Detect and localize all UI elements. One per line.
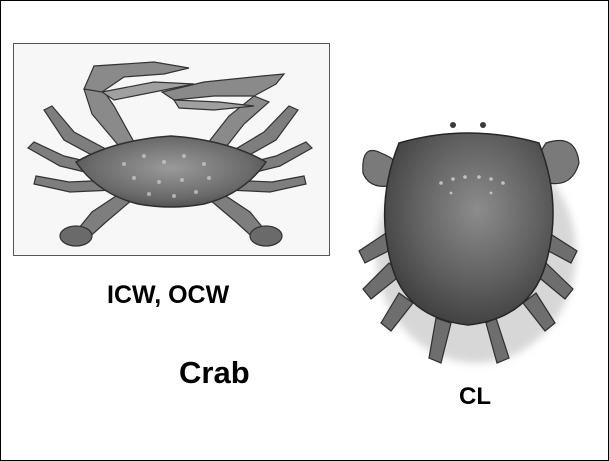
widths-label: ICW, OCW: [107, 283, 229, 308]
length-label: CL: [459, 385, 491, 409]
crab-top-view-photo: [341, 113, 596, 375]
crab-top-view-drawing: [341, 113, 596, 375]
crab-shell: [385, 133, 553, 325]
crab-title: Crab: [179, 357, 250, 388]
blue-crab-drawing: [14, 44, 329, 255]
crab-carapace: [76, 136, 266, 207]
crab-eyes: [450, 122, 486, 128]
blue-crab-illustration: [13, 43, 330, 256]
